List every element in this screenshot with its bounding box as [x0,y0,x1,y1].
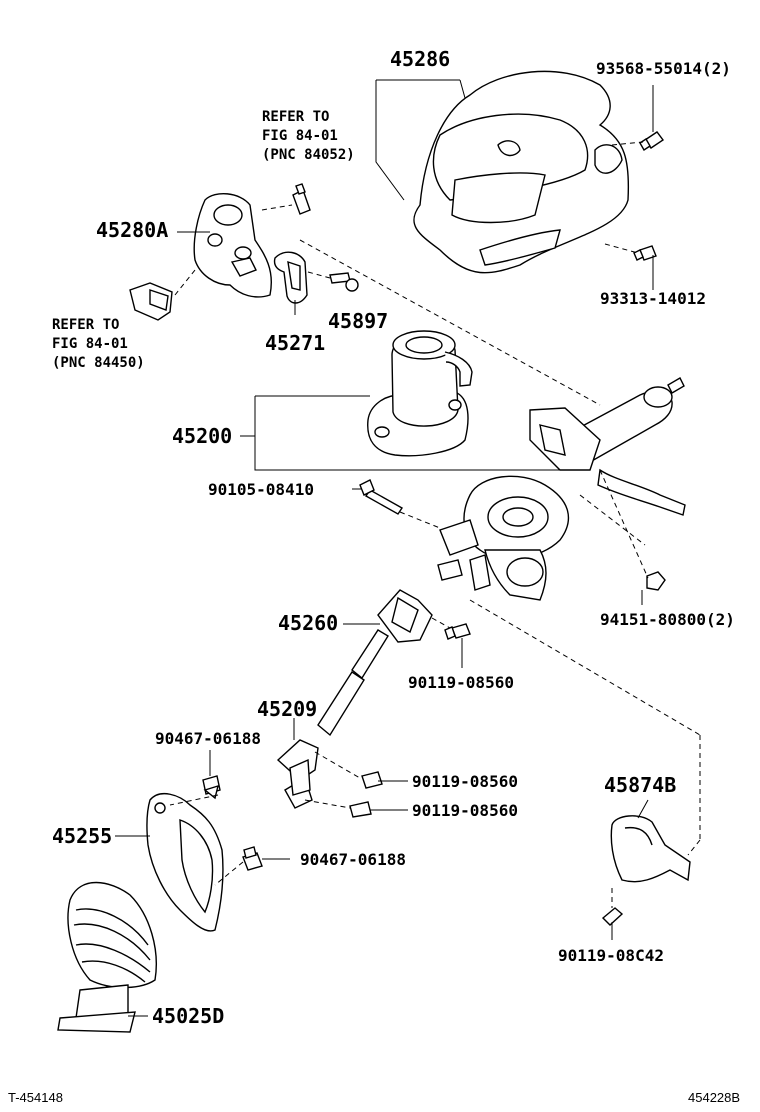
bolt-45897-drawing [329,272,359,292]
label-45200[interactable]: 45200 [172,424,233,448]
label-93568-55014[interactable]: 93568-55014(2) [596,59,731,78]
bolt-90119-b-drawing [361,771,383,789]
lock-assembly-drawing [193,193,272,298]
column-cover-drawing [413,70,630,274]
label-45025D[interactable]: 45025D [152,1004,225,1028]
refer-top-line3[interactable]: (PNC 84052) [262,147,355,163]
cover-45874B-drawing [610,815,691,883]
refer-left-line1: REFER TO [52,317,120,333]
footer-code-right: 454228B [688,1090,741,1105]
motor-drawing [367,330,473,457]
refer-left-line3[interactable]: (PNC 84450) [52,355,145,371]
refer-top-line1: REFER TO [262,109,330,125]
label-45897[interactable]: 45897 [328,309,389,333]
label-90467-06188-a[interactable]: 90467-06188 [155,729,261,748]
refer-left-line2: FIG 84-01 [52,336,128,352]
label-45874B[interactable]: 45874B [604,773,677,797]
bracket-45271-drawing [273,251,308,304]
connector-84052-drawing [292,183,311,215]
bolt-90119-a-drawing [444,623,471,640]
label-93313-14012[interactable]: 93313-14012 [600,289,706,308]
column-assembly-drawing [437,377,686,601]
switch-84450-drawing [129,282,173,321]
boot-45025D-drawing [57,881,157,1033]
label-94151-80800[interactable]: 94151-80800(2) [600,610,735,629]
joint-45209-drawing [276,739,319,809]
label-45209[interactable]: 45209 [257,697,318,721]
clip-90467-a-drawing [202,775,221,800]
dashed-lines [169,141,701,908]
label-45255[interactable]: 45255 [52,824,113,848]
nut-94151-drawing [646,571,666,591]
label-45260[interactable]: 45260 [278,611,339,635]
label-90119-08560-c[interactable]: 90119-08560 [412,801,518,820]
intermediate-shaft-drawing [317,589,433,737]
label-90119-08560-a[interactable]: 90119-08560 [408,673,514,692]
clip-90467-b-drawing [242,846,263,871]
leader-lines [115,79,654,1017]
label-90119-08C42[interactable]: 90119-08C42 [558,946,664,965]
label-45280A[interactable]: 45280A [96,218,169,242]
label-45271[interactable]: 45271 [265,331,326,355]
screw-93568-drawing [639,131,665,151]
label-90119-08560-b[interactable]: 90119-08560 [412,772,518,791]
cover-45255-drawing [146,792,224,932]
refer-top-line2: FIG 84-01 [262,128,338,144]
label-90467-06188-b[interactable]: 90467-06188 [300,850,406,869]
footer-code-left: T-454148 [8,1090,63,1105]
bolt-90119-d-drawing [601,907,624,926]
label-45286[interactable]: 45286 [390,47,451,71]
screw-93313-drawing [633,245,657,261]
bolt-90105-drawing [359,479,404,515]
label-90105-08410[interactable]: 90105-08410 [208,480,314,499]
bolt-90119-c-drawing [349,801,372,818]
